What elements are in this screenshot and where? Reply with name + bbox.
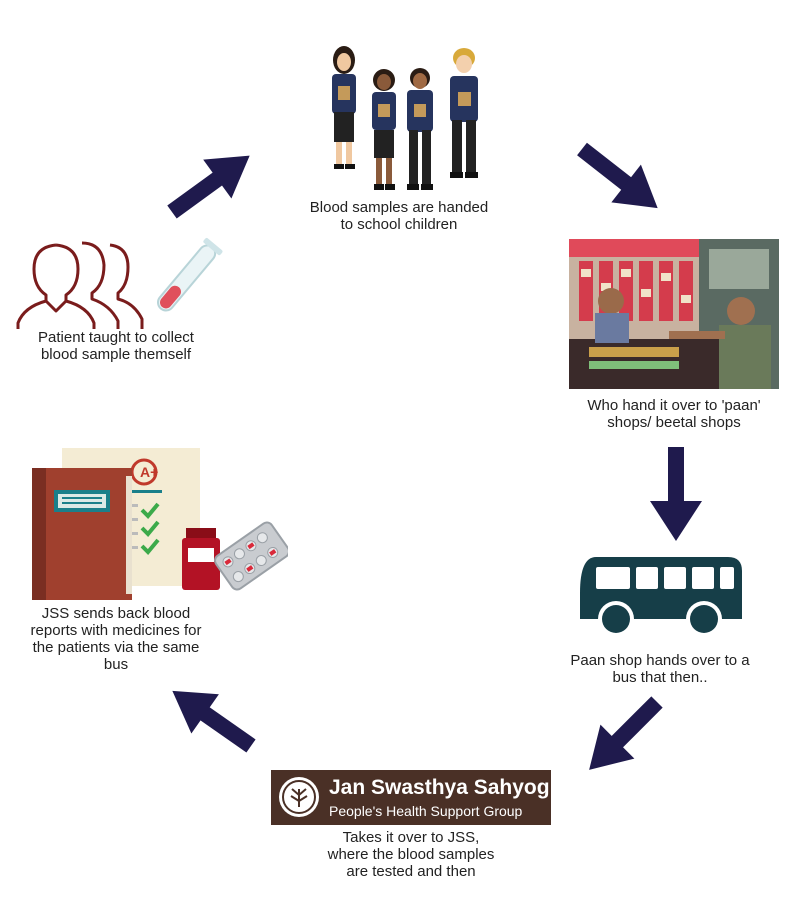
arrow-paan-to-bus xyxy=(650,447,702,541)
step-jss-caption: Takes it over to JSS, where the blood sa… xyxy=(327,829,495,880)
logo-name: Jan Swasthya Sahyog xyxy=(329,776,550,799)
arrow-patient-to-children xyxy=(167,155,250,219)
step-patient-caption: Patient taught to collect blood sample t… xyxy=(38,329,194,363)
jss-logo: Jan Swasthya Sahyog People's Health Supp… xyxy=(271,770,551,825)
school-children-icon xyxy=(332,46,478,190)
paan-shop-photo xyxy=(569,239,779,389)
svg-text:A+: A+ xyxy=(140,464,158,480)
arrow-jss-to-reports xyxy=(172,690,256,753)
jss-logo-icon xyxy=(279,777,319,817)
patients-with-test-tube-icon xyxy=(16,237,223,329)
step-paan-caption: Who hand it over to 'paan' shops/ beetal… xyxy=(587,397,761,431)
step-children-caption: Blood samples are handed to school child… xyxy=(309,199,489,233)
step-bus-caption: Paan shop hands over to a bus that then.… xyxy=(570,652,750,686)
reports-and-medicines-icon: A+ xyxy=(32,448,288,600)
arrow-children-to-paan xyxy=(577,142,658,209)
logo-tagline: People's Health Support Group xyxy=(329,803,523,819)
bus-icon xyxy=(580,557,742,637)
step-reports-caption: JSS sends back blood reports with medici… xyxy=(30,605,202,673)
arrow-bus-to-jss xyxy=(589,696,663,770)
